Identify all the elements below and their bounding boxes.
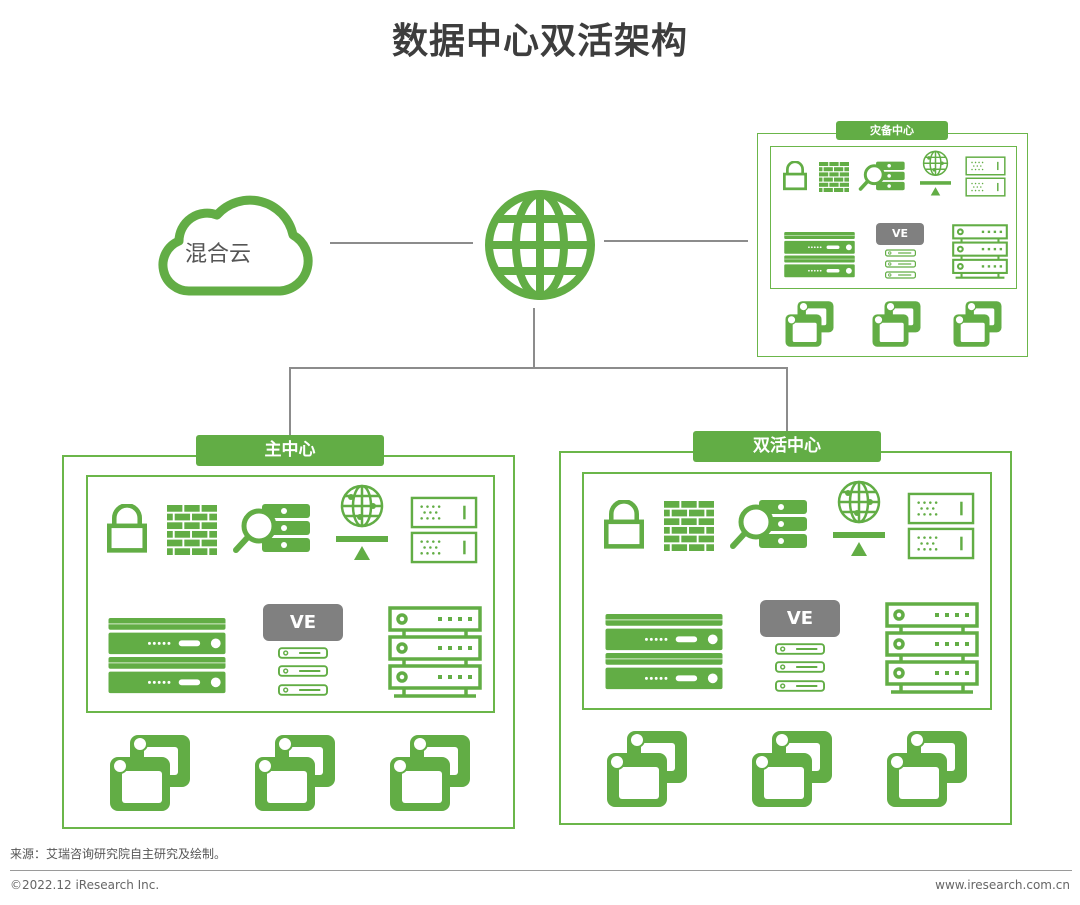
mini-server-icon xyxy=(278,684,328,696)
connector-main xyxy=(289,367,291,435)
mini-server-icon xyxy=(885,249,916,257)
database-search-icon xyxy=(232,503,312,555)
server-stack-icon xyxy=(388,606,482,698)
lock-icon xyxy=(604,500,644,550)
mini-server-icon xyxy=(775,661,825,673)
mini-server-icon xyxy=(885,260,916,268)
rack-server-icon xyxy=(783,232,856,279)
copyright: ©2022.12 iResearch Inc. xyxy=(10,878,160,892)
mini-server-icon xyxy=(775,680,825,692)
footer-divider xyxy=(10,870,1072,871)
disaster-center-inner-frame xyxy=(770,146,1017,289)
vm-window-icon xyxy=(388,733,472,813)
vm-window-icon xyxy=(253,733,337,813)
mini-server-icon xyxy=(775,643,825,655)
firewall-icon xyxy=(167,505,217,555)
database-search-icon xyxy=(729,499,809,551)
storage-icon xyxy=(410,496,478,564)
vm-window-icon xyxy=(871,300,922,348)
vm-window-icon xyxy=(885,729,969,809)
mini-server-icon xyxy=(278,665,328,677)
storage-icon xyxy=(907,492,975,560)
globe-icon xyxy=(485,190,595,300)
vm-window-icon xyxy=(750,729,834,809)
cloud-label: 混合云 xyxy=(185,242,252,267)
connector-active xyxy=(786,367,788,431)
connector-globe-down xyxy=(533,308,535,368)
active-center-label: 双活中心 xyxy=(693,431,881,462)
connector-cloud-globe xyxy=(330,242,473,244)
server-stack-icon xyxy=(885,602,979,694)
lock-icon xyxy=(107,504,147,554)
disaster-center-label: 灾备中心 xyxy=(836,121,948,140)
cloud-icon xyxy=(158,195,313,296)
connector-horizontal xyxy=(289,367,787,369)
active-center-inner-frame xyxy=(582,472,992,710)
database-search-icon xyxy=(858,161,906,192)
firewall-icon xyxy=(664,501,714,551)
mini-server-icon xyxy=(278,647,328,659)
main-center-inner-frame xyxy=(86,475,495,713)
source-note: 来源：艾瑞咨询研究院自主研究及绘制。 xyxy=(10,847,227,861)
ve-badge: VE xyxy=(876,223,924,245)
network-globe-icon xyxy=(833,480,885,560)
server-stack-icon xyxy=(952,224,1008,279)
vm-window-icon xyxy=(952,300,1003,348)
lock-icon xyxy=(783,161,807,191)
vm-window-icon xyxy=(784,300,835,348)
vm-window-icon xyxy=(108,733,192,813)
network-globe-icon xyxy=(920,150,951,198)
website-link[interactable]: www.iresearch.com.cn xyxy=(935,878,1070,892)
connector-globe-disaster xyxy=(604,240,748,242)
firewall-icon xyxy=(819,162,849,192)
mini-server-icon xyxy=(885,271,916,279)
storage-icon xyxy=(965,156,1006,197)
rack-server-icon xyxy=(107,618,227,696)
main-center-label: 主中心 xyxy=(196,435,384,466)
page-title: 数据中心双活架构 xyxy=(391,21,688,62)
network-globe-icon xyxy=(336,484,388,564)
rack-server-icon xyxy=(604,614,724,692)
ve-badge: VE xyxy=(760,600,840,637)
vm-window-icon xyxy=(605,729,689,809)
ve-badge: VE xyxy=(263,604,343,641)
